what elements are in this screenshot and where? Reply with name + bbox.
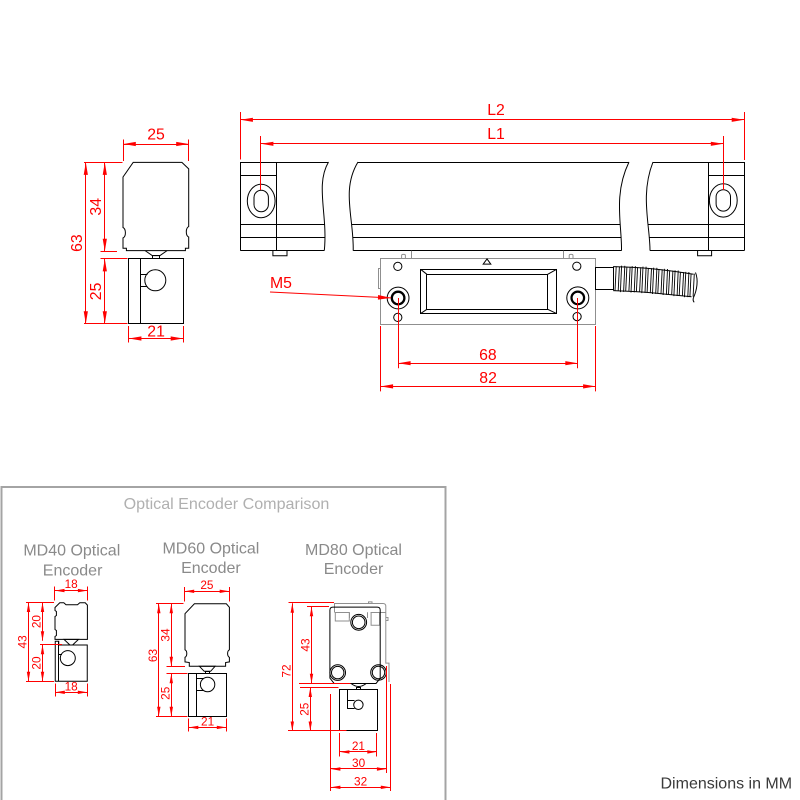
svg-text:34: 34 <box>88 198 105 216</box>
svg-text:L2: L2 <box>487 102 505 119</box>
svg-text:21: 21 <box>352 739 365 753</box>
svg-text:20: 20 <box>30 615 44 629</box>
svg-text:25: 25 <box>297 702 311 716</box>
svg-text:32: 32 <box>354 775 367 789</box>
svg-text:82: 82 <box>479 370 497 387</box>
svg-text:M5: M5 <box>270 275 292 292</box>
svg-text:25: 25 <box>147 127 165 144</box>
svg-text:Dimensions in MM: Dimensions in MM <box>661 776 793 793</box>
svg-text:25: 25 <box>88 282 105 300</box>
svg-text:MD40 Optical: MD40 Optical <box>23 543 120 560</box>
svg-text:25: 25 <box>158 686 172 700</box>
svg-text:Encoder: Encoder <box>181 560 241 577</box>
svg-text:68: 68 <box>479 347 497 364</box>
svg-text:L1: L1 <box>487 126 505 143</box>
svg-text:18: 18 <box>65 680 79 694</box>
svg-text:21: 21 <box>147 324 165 341</box>
svg-text:25: 25 <box>200 578 214 592</box>
svg-text:43: 43 <box>299 638 313 652</box>
svg-text:18: 18 <box>65 577 79 591</box>
svg-text:MD80 Optical: MD80 Optical <box>305 542 402 559</box>
svg-text:43: 43 <box>16 635 30 649</box>
svg-text:63: 63 <box>146 649 160 663</box>
svg-text:72: 72 <box>279 664 293 677</box>
svg-text:MD60 Optical: MD60 Optical <box>162 540 259 557</box>
svg-text:21: 21 <box>201 715 214 729</box>
svg-text:Optical Encoder Comparison: Optical Encoder Comparison <box>124 495 330 513</box>
svg-text:Encoder: Encoder <box>43 562 103 579</box>
svg-text:34: 34 <box>158 628 172 642</box>
svg-text:Encoder: Encoder <box>324 561 384 578</box>
svg-text:30: 30 <box>352 756 366 770</box>
svg-text:63: 63 <box>69 234 86 252</box>
svg-text:20: 20 <box>30 656 44 670</box>
